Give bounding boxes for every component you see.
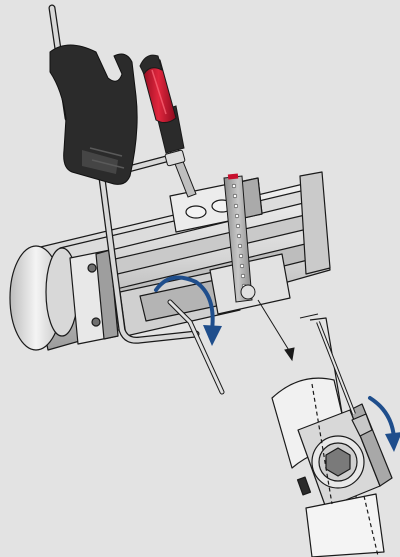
- scale-bar-red-tab: [227, 173, 239, 180]
- hex-socket-screw-icon: [311, 435, 365, 489]
- rotation-arrow-icon: [154, 275, 222, 346]
- detail-lower-tube: [305, 493, 385, 557]
- hex-key-icon: [48, 4, 225, 395]
- hex-key-grip: [49, 44, 138, 185]
- roller-1: [185, 205, 207, 219]
- detail-clip: [351, 413, 373, 437]
- screwdriver-icon: [139, 54, 197, 198]
- scale-bar-icon: [223, 173, 256, 303]
- rotation-arrow-main: [154, 275, 215, 332]
- tube-assembly: [9, 171, 331, 351]
- callout-line: [257, 299, 291, 353]
- hex-key-joint: [164, 149, 186, 167]
- scale-bar-knob: [240, 284, 256, 300]
- clamp-collar-shadow: [95, 249, 119, 340]
- collar-screw-2: [91, 317, 101, 327]
- callout-arrow-icon: [257, 299, 319, 362]
- tube-right-end: [299, 171, 331, 275]
- screwdriver-cap: [139, 54, 163, 76]
- detail-inset: [271, 317, 393, 557]
- callout-line-2: [299, 313, 319, 319]
- collar-screw-1: [87, 263, 97, 273]
- detail-tab: [296, 476, 312, 496]
- detail-rotation-arrow-icon: [368, 396, 400, 452]
